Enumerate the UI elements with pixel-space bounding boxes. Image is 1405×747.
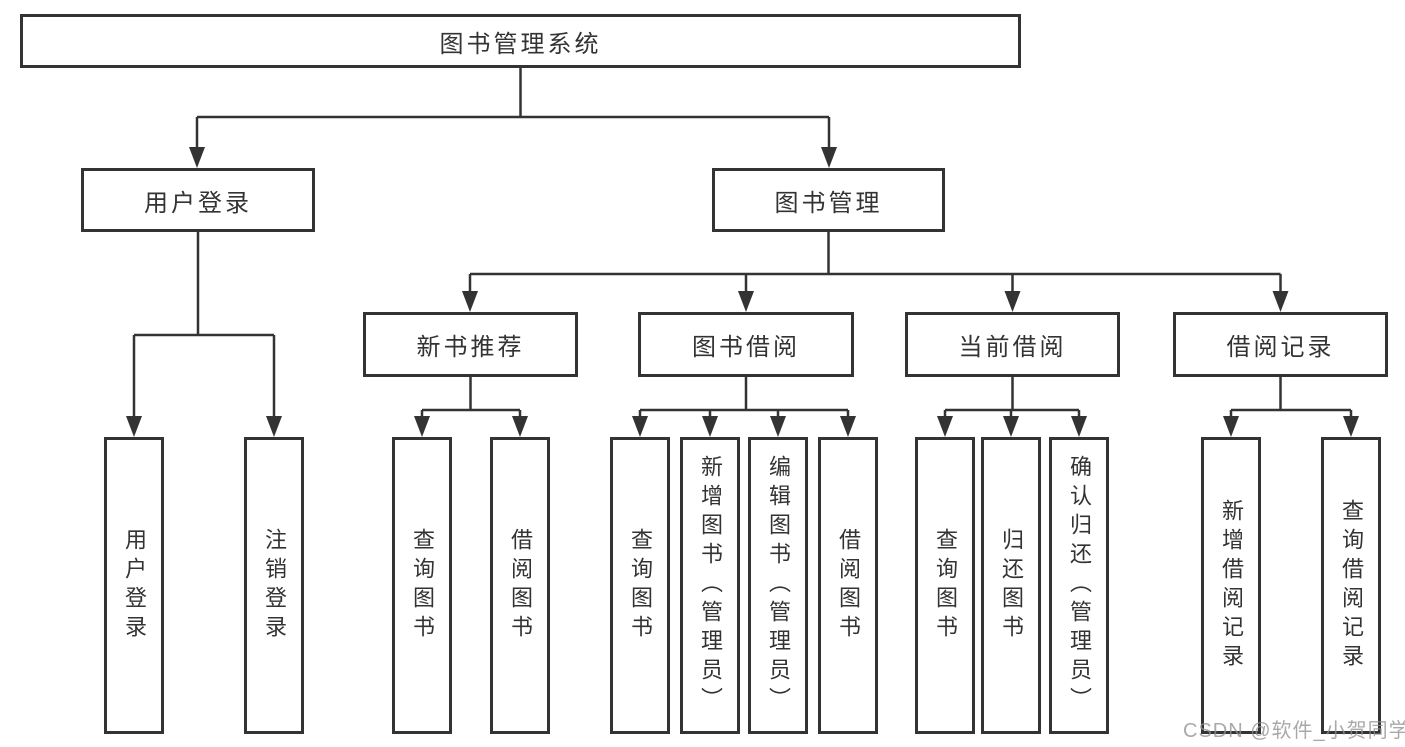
leaf-query-books-borrow: 查询图书	[610, 437, 670, 734]
leaf-add-books-admin: 新增图书（管理员）	[680, 437, 740, 734]
node-label: 图书管理	[774, 189, 883, 217]
csdn-watermark: CSDN @软件_小贺同学	[1183, 720, 1405, 742]
node-label: 查询图书	[410, 527, 435, 644]
node-user-login: 用户登录	[81, 168, 315, 232]
node-label: 借阅图书	[836, 527, 861, 644]
node-new-book-recommendation: 新书推荐	[363, 312, 578, 377]
node-label: 借阅记录	[1226, 334, 1335, 361]
node-label: 用户登录	[144, 189, 252, 217]
leaf-borrow-books-newbook: 借阅图书	[490, 437, 550, 734]
node-borrowing-records: 借阅记录	[1173, 312, 1388, 377]
leaf-return-books: 归还图书	[981, 437, 1041, 734]
node-label: 编辑图书（管理员）	[766, 455, 791, 716]
node-book-borrowing: 图书借阅	[638, 312, 854, 377]
node-label: 查询图书	[933, 527, 958, 644]
leaf-logout: 注销登录	[244, 437, 304, 734]
node-root-system: 图书管理系统	[20, 14, 1021, 68]
node-label: 新书推荐	[416, 334, 525, 361]
node-book-management: 图书管理	[712, 168, 945, 232]
leaf-query-borrow-record: 查询借阅记录	[1321, 437, 1381, 734]
node-label: 用户登录	[122, 527, 147, 644]
node-label: 注销登录	[262, 527, 287, 644]
node-label: 归还图书	[999, 527, 1024, 644]
leaf-borrow-books: 借阅图书	[818, 437, 878, 734]
leaf-user-login: 用户登录	[104, 437, 164, 734]
node-label: 查询图书	[628, 527, 653, 644]
node-current-borrowing: 当前借阅	[905, 312, 1120, 377]
leaf-query-books-newbook: 查询图书	[392, 437, 452, 734]
node-label: 新增借阅记录	[1219, 498, 1244, 673]
leaf-add-borrow-record: 新增借阅记录	[1201, 437, 1261, 734]
leaf-query-books-current: 查询图书	[915, 437, 975, 734]
node-label: 借阅图书	[508, 527, 533, 644]
leaf-confirm-return-admin: 确认归还（管理员）	[1049, 437, 1109, 734]
node-label: 图书管理系统	[439, 30, 602, 58]
leaf-edit-books-admin: 编辑图书（管理员）	[748, 437, 808, 734]
node-label: 查询借阅记录	[1339, 498, 1364, 673]
node-label: 图书借阅	[692, 334, 800, 361]
node-label: 确认归还（管理员）	[1067, 455, 1092, 716]
node-label: 当前借阅	[958, 334, 1067, 361]
node-label: 新增图书（管理员）	[698, 455, 723, 716]
